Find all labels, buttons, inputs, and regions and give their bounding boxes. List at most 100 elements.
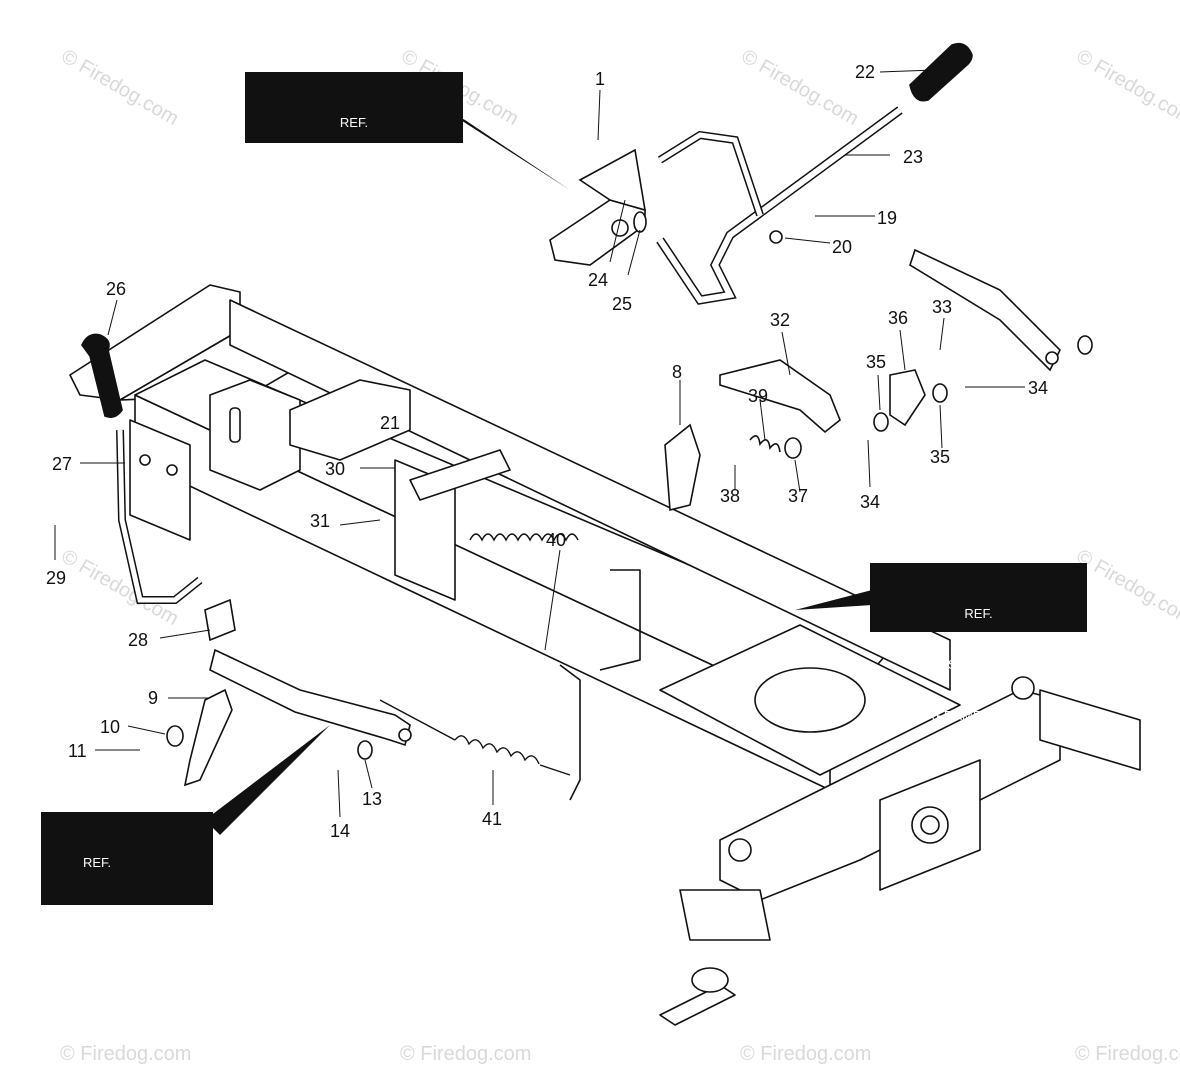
callout-21: 21 [380,413,400,433]
callout-32: 32 [770,310,790,330]
control-bracket [549,199,646,266]
ref-line: DECK PG. [57,957,120,972]
leader-line [899,329,906,371]
leader-line [759,399,766,441]
ref-line: REF. [339,115,369,130]
bracket-hole [166,464,178,476]
callout-37: 37 [788,486,808,506]
link-bracket-9 [183,688,233,787]
lift-arm [209,648,411,747]
lift-spring-41 [379,699,571,776]
rear-lever-arm [909,248,1061,372]
frame-drawing [69,284,1141,1026]
callout-14: 14 [330,821,350,841]
callout-13: 13 [362,789,382,809]
callout-40: 40 [546,530,566,550]
ref-box-frame-assy: REF. SUB. ASSY. FRAME PG. (FRAME ASSY.) [870,563,1087,723]
callout-24: 24 [588,270,608,290]
callout-19: 19 [877,208,897,228]
front-axle-bracket [719,689,1061,901]
leader-line [794,459,801,493]
spindle-cap [728,838,752,862]
callout-22: 22 [855,62,875,82]
leader-line [339,519,381,526]
ref-line: SSEMBLED MOWER [47,906,173,921]
spring-coil [454,735,540,765]
callout-28: 28 [128,630,148,650]
callout-35-lower: 35 [930,447,950,467]
leader-line [877,374,881,411]
callout-30: 30 [325,459,345,479]
leader-line [939,317,945,351]
tie-rod [659,984,736,1026]
callout-10: 10 [100,717,120,737]
ref-line: SUB. ASSY. FRAME PG. [906,657,1051,672]
ref-line: REF. [964,606,993,621]
axle-bearing-inner [920,815,940,835]
callout-36: 36 [888,308,908,328]
lift-handle-grip [81,333,123,418]
lift-arm-bracket [204,598,236,642]
bracket-8 [664,423,701,512]
ref-line: (LIFT ARM) [53,1008,120,1023]
callout-8: 8 [672,362,682,382]
lift-link [559,664,581,801]
ref-line: REF. [83,855,112,870]
watermark-text: © Firedog.com [1073,545,1180,630]
watermark-text: © Firedog.com [1073,45,1180,130]
watermark-text: © Firedog.com [58,45,183,130]
leader-line [784,237,831,244]
callout-11: 11 [68,741,87,761]
leader-lines [54,69,1025,818]
callout-29: 29 [46,568,66,588]
front-spindle-left [679,889,771,941]
washer-35a [873,412,889,432]
washer-10 [166,725,184,747]
leader-line [159,629,211,639]
tie-rod-end [691,967,729,993]
lift-handle-assembly [81,333,203,604]
leader-line [337,769,341,818]
ref-line: SUB. ASSY. FRAME PG. [281,166,427,181]
ref-pointers [205,110,872,835]
lift-spring-40 [469,533,579,542]
callout-layer: 1 8 9 10 11 13 14 19 20 21 22 23 24 25 2… [46,62,1048,841]
frame-left-bracket [129,419,191,541]
callout-26: 26 [106,279,126,299]
ref-pointer-lift-arm [205,725,330,835]
ref-box-lift-arm: REF. SSEMBLED MOWER DECK PG. (LIFT ARM) [41,812,213,1023]
washer-35b [932,383,948,403]
leader-line [781,331,791,376]
washer-25 [633,211,647,233]
control-arm-assembly [549,42,973,305]
spring-coil [469,533,579,542]
control-bracket-side [578,148,646,212]
callout-35-upper: 35 [866,352,886,372]
callout-38: 38 [720,486,740,506]
leader-line [127,725,166,735]
lift-arm-assembly [166,598,412,787]
spindle-cap [1011,676,1035,700]
bracket-hole [139,454,151,466]
control-arm-upper-inner [658,132,763,216]
washer-right [1077,335,1093,355]
ref-pointer-control-arm [445,110,570,190]
leader-line [107,299,118,336]
leader-line [867,439,871,488]
callout-31: 31 [310,511,330,531]
washer-13 [357,740,373,760]
leader-line [879,69,936,73]
callout-34-right: 34 [1028,378,1048,398]
lift-rod [599,569,641,671]
ref-pointer-frame-assy [795,590,872,610]
front-spindle-right [1039,689,1141,771]
callout-25: 25 [612,294,632,314]
leader-line [627,229,641,276]
rear-lever-assembly [664,248,1093,512]
leader-line [364,759,373,789]
leader-line [939,404,943,449]
callout-41: 41 [482,809,502,829]
leader-line [597,89,601,141]
lift-arm-hole [398,728,412,742]
